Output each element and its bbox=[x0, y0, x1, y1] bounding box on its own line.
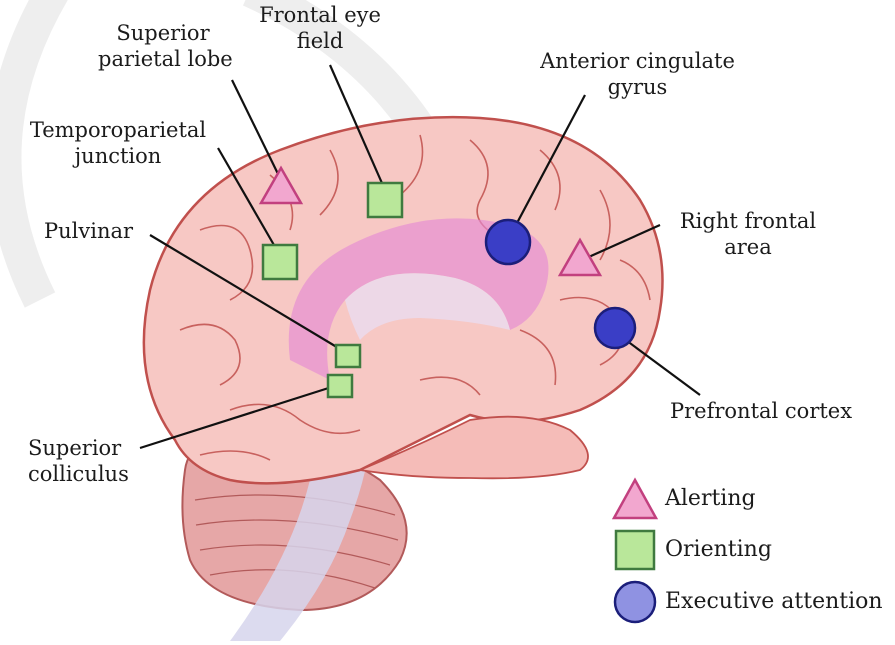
label-line: field bbox=[250, 28, 390, 54]
marker-pulvinar bbox=[336, 345, 360, 367]
legend-label-alerting: Alerting bbox=[665, 486, 756, 512]
marker-prefrontal-cortex bbox=[595, 308, 635, 348]
label-line: parietal lobe bbox=[98, 46, 228, 72]
label-line: colliculus bbox=[28, 461, 129, 487]
label-line: area bbox=[663, 234, 833, 260]
legend-symbols bbox=[614, 480, 656, 622]
label-line: Superior bbox=[98, 20, 228, 46]
label-temporoparietal-junction: Temporoparietal junction bbox=[18, 117, 218, 169]
marker-superior-colliculus bbox=[328, 375, 352, 397]
label-line: gyrus bbox=[520, 74, 755, 100]
label-line: Superior bbox=[28, 435, 129, 461]
label-line: Anterior cingulate bbox=[520, 48, 755, 74]
legend-label-orienting: Orienting bbox=[665, 537, 772, 563]
marker-anterior-cingulate-gyrus bbox=[486, 220, 530, 264]
label-line: Frontal eye bbox=[250, 2, 390, 28]
legend-square-icon bbox=[616, 531, 654, 569]
label-line: Temporoparietal bbox=[18, 117, 218, 143]
label-pulvinar: Pulvinar bbox=[44, 218, 133, 244]
label-line: junction bbox=[18, 143, 218, 169]
label-line: Right frontal bbox=[663, 208, 833, 234]
marker-temporoparietal-junction bbox=[263, 245, 297, 279]
label-anterior-cingulate-gyrus: Anterior cingulate gyrus bbox=[520, 48, 755, 100]
label-right-frontal-area: Right frontal area bbox=[663, 208, 833, 260]
label-superior-parietal-lobe: Superior parietal lobe bbox=[98, 20, 228, 72]
marker-frontal-eye-field bbox=[368, 183, 402, 217]
legend-label-executive-attention: Executive attention bbox=[665, 589, 883, 615]
label-superior-colliculus: Superior colliculus bbox=[28, 435, 129, 487]
legend-triangle-icon bbox=[614, 480, 656, 518]
label-prefrontal-cortex: Prefrontal cortex bbox=[670, 398, 852, 424]
label-frontal-eye-field: Frontal eye field bbox=[250, 2, 390, 54]
legend-circle-icon bbox=[615, 582, 655, 622]
